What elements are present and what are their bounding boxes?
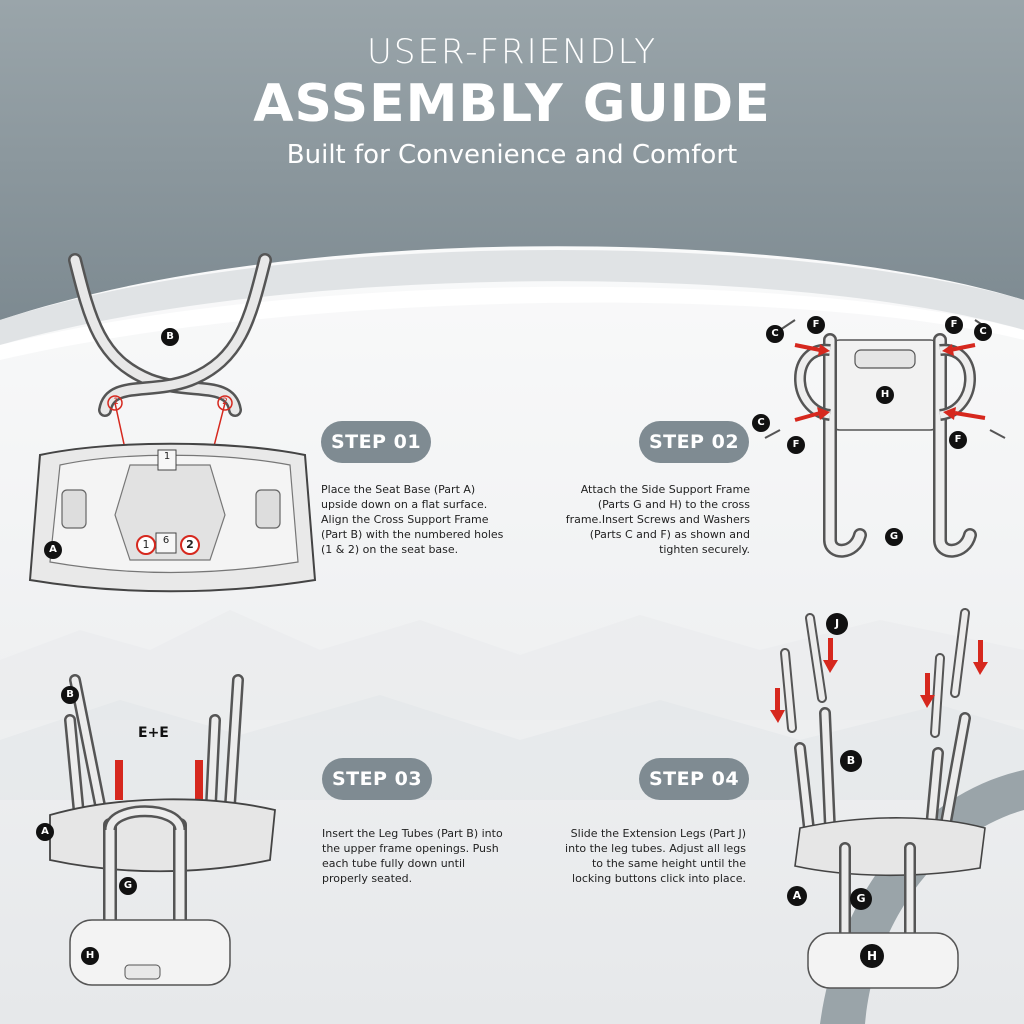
page-title: ASSEMBLY GUIDE bbox=[253, 74, 771, 134]
step3-badge: STEP 03 bbox=[322, 758, 432, 800]
step1-illustration: A B 1 2 1 6 1 2 bbox=[20, 250, 320, 600]
header-subtitle: USER-FRIENDLY bbox=[367, 32, 657, 72]
step3-part-b-label: B bbox=[61, 686, 79, 704]
step4-illustration: J B A G H bbox=[770, 598, 1015, 1018]
step3-instructions: Insert the Leg Tubes (Part B) into the u… bbox=[322, 827, 503, 885]
step1-hole-1-marker: 1 bbox=[113, 397, 119, 407]
step4-instructions: Slide the Extension Legs (Part J) into t… bbox=[565, 827, 746, 885]
step1-badge: STEP 01 bbox=[321, 421, 431, 463]
step2-illustration: C F F C H C F F G bbox=[752, 310, 1020, 560]
step1-part-a-label: A bbox=[44, 541, 62, 559]
step1-hole-2-number: 2 bbox=[186, 538, 194, 551]
step4-part-b-label: B bbox=[840, 750, 862, 772]
step1-hole-1-number: 1 bbox=[142, 538, 150, 551]
step2-part-f-label-right-bottom: F bbox=[949, 431, 967, 449]
step2-part-c-label-left-bottom: C bbox=[752, 414, 770, 432]
header-tagline: Built for Convenience and Comfort bbox=[286, 140, 738, 170]
step1-instructions: Place the Seat Base (Part A) upside down… bbox=[321, 483, 504, 556]
step3-part-h-label: H bbox=[81, 947, 99, 965]
step1-tag-6: 6 bbox=[162, 535, 170, 546]
step4-part-a-label: A bbox=[787, 886, 807, 906]
step3-part-e-combo-label: E+E bbox=[138, 725, 169, 741]
step4-part-g-label: G bbox=[850, 888, 872, 910]
step2-instructions: Attach the Side Support Frame (Parts G a… bbox=[565, 483, 750, 556]
step3-illustration: B E+E A G H bbox=[30, 665, 300, 1015]
step2-part-f-label-right-top: F bbox=[945, 316, 963, 334]
step2-part-f-label-left-bottom: F bbox=[787, 436, 805, 454]
step2-part-f-label-left-top: F bbox=[807, 316, 825, 334]
step2-part-c-label-right-top: C bbox=[974, 323, 992, 341]
step1-tag-1: 1 bbox=[163, 451, 171, 462]
step4-badge: STEP 04 bbox=[639, 758, 749, 800]
step4-part-h-label: H bbox=[860, 944, 884, 968]
step1-hole-2-marker: 2 bbox=[222, 397, 228, 407]
step2-part-h-label: H bbox=[876, 386, 894, 404]
step4-part-j-label: J bbox=[826, 613, 848, 635]
step3-part-a-label: A bbox=[36, 823, 54, 841]
step1-part-b-label: B bbox=[161, 328, 179, 346]
step2-badge: STEP 02 bbox=[639, 421, 749, 463]
step2-part-c-label-left-top: C bbox=[766, 325, 784, 343]
step3-part-g-label: G bbox=[119, 877, 137, 895]
step2-part-g-label: G bbox=[885, 528, 903, 546]
